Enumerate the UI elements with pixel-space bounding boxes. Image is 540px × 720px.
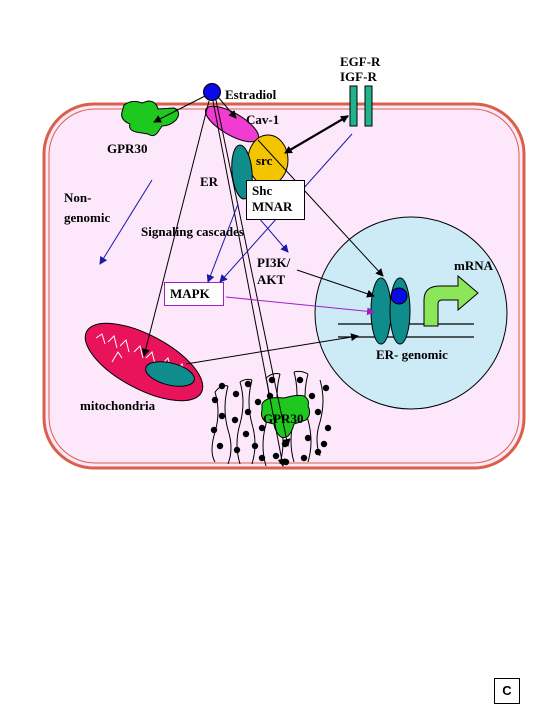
igfr-label: IGF-R [340, 69, 377, 84]
estradiol-ligand [203, 83, 221, 101]
nucleus [314, 216, 508, 410]
er-genomic-label: ER- genomic [376, 347, 448, 362]
arrow-estradiol-cav1 [217, 96, 237, 119]
gpr30-top-shape [121, 100, 180, 137]
estradiol-label: Estradiol [225, 87, 277, 102]
nuclear-er-left [370, 277, 392, 345]
arrow-estradiol-er-gpr30-b [215, 99, 291, 447]
non-genomic-label-line2: genomic [64, 210, 110, 225]
non-genomic-label-line1: Non- [64, 190, 91, 205]
egfr-receptor-bar-left [349, 85, 358, 127]
nuclear-estradiol [390, 287, 408, 305]
mapk-box: MAPK [164, 282, 224, 306]
egfr-label: EGF-R [340, 54, 381, 69]
arrow-pi3k-nucleus [296, 269, 375, 298]
pi3k-label-line1: PI3K/ [257, 255, 291, 270]
cav1-label: Cav-1 [246, 112, 279, 127]
mapk-label: MAPK [170, 286, 210, 301]
signaling-cascades-label: Signaling cascades [141, 224, 244, 239]
shc-mnar-box: Shc MNAR [246, 180, 305, 220]
mitochondria-label: mitochondria [80, 398, 156, 413]
shc-label: Shc [252, 183, 273, 198]
pi3k-label-line2: AKT [257, 272, 286, 287]
mrna-label: mRNA [454, 258, 494, 273]
black-arrows [141, 95, 384, 467]
mrna-arrow-icon [423, 274, 479, 327]
arrow-mitochondria-nucleus [185, 333, 359, 365]
arrow-er-nucleus [257, 139, 384, 277]
arrow-estradiol-mitochondria [141, 100, 210, 357]
src-label: src [256, 153, 273, 168]
arrow-src-egfr [283, 115, 349, 154]
arrow-estradiol-er-gpr30-a [212, 100, 286, 467]
gpr30-er-label: GPR30 [263, 411, 303, 426]
panel-label: C [494, 678, 520, 704]
arrow-er-mapk [206, 203, 239, 283]
er-label: ER [200, 174, 219, 189]
mnar-label: MNAR [252, 199, 293, 214]
arrow-non-genomic [99, 179, 153, 265]
mitochondria-er-shape [145, 361, 195, 387]
arrow-estradiol-gpr30 [153, 95, 206, 123]
gpr30-er-shape [261, 394, 311, 439]
egfr-receptor-bar-right [364, 85, 373, 127]
gpr30-top-label: GPR30 [107, 141, 147, 156]
arrow-mapk-nucleus [225, 296, 375, 316]
